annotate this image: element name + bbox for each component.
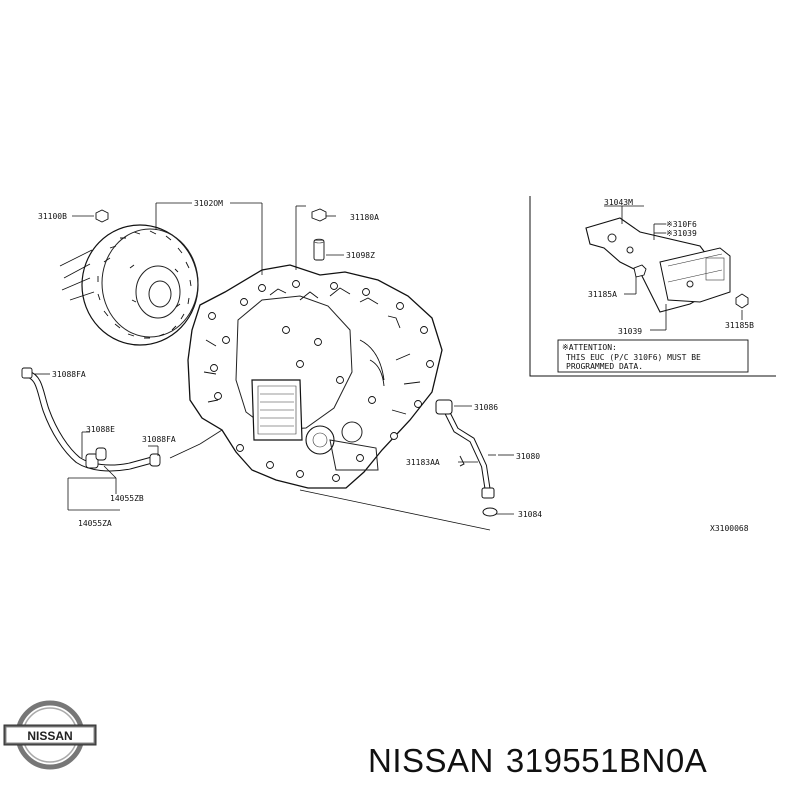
label-31039: 31039 — [618, 327, 642, 336]
label-14055ZB: 14055ZB — [110, 494, 144, 503]
attention-line-3: PROGRAMMED DATA. — [566, 362, 643, 371]
label-31183AA: 31183AA — [406, 458, 440, 467]
brand-name: NISSAN — [368, 742, 494, 779]
label-31086: 31086 — [474, 403, 498, 412]
label-31088FA-top: 31088FA — [52, 370, 86, 379]
logo-wordmark: NISSAN — [27, 729, 72, 743]
label-31084: 31084 — [518, 510, 542, 519]
part-labels: 31100B 3102OM 31180A 31098Z 31088FA 3108… — [38, 199, 749, 533]
dowel-31098Z — [313, 238, 325, 261]
label-31043M: 31043M — [604, 198, 633, 207]
oil-cooler-pipe-right — [435, 399, 498, 517]
attention-box — [557, 339, 749, 373]
oil-cooler-hose-left — [21, 367, 161, 472]
label-31039-star: ※31039 — [666, 229, 697, 238]
label-31180A: 31180A — [350, 213, 379, 222]
bolt-31100B — [95, 209, 109, 223]
torque-converter — [59, 224, 199, 346]
part-caption: NISSAN 319551BN0A — [368, 742, 788, 780]
attention-line-1: ※ATTENTION: — [562, 343, 617, 352]
label-31098Z: 31098Z — [346, 251, 375, 260]
label-31185B: 31185B — [725, 321, 754, 330]
transmission-case — [187, 264, 443, 489]
diagram-code: X3100068 — [710, 524, 749, 533]
part-number: 319551BN0A — [505, 742, 708, 779]
label-31088E: 31088E — [86, 425, 115, 434]
ecu-inset: 31043M ※310F6 ※31039 31185A 31185B 31039… — [529, 196, 776, 377]
label-14055ZA: 14055ZA — [78, 519, 112, 528]
label-310F6: ※310F6 — [666, 220, 697, 229]
nissan-logo: NISSAN — [3, 700, 97, 770]
label-31185A: 31185A — [588, 290, 617, 299]
bolt-31180A — [311, 208, 336, 222]
label-31088FA: 31088FA — [142, 435, 176, 444]
attention-line-2: THIS EUC (P/C 310F6) MUST BE — [566, 353, 701, 362]
leader-lines — [34, 202, 514, 531]
label-3102OM: 3102OM — [194, 199, 223, 208]
label-31100B: 31100B — [38, 212, 67, 221]
label-31080: 31080 — [516, 452, 540, 461]
